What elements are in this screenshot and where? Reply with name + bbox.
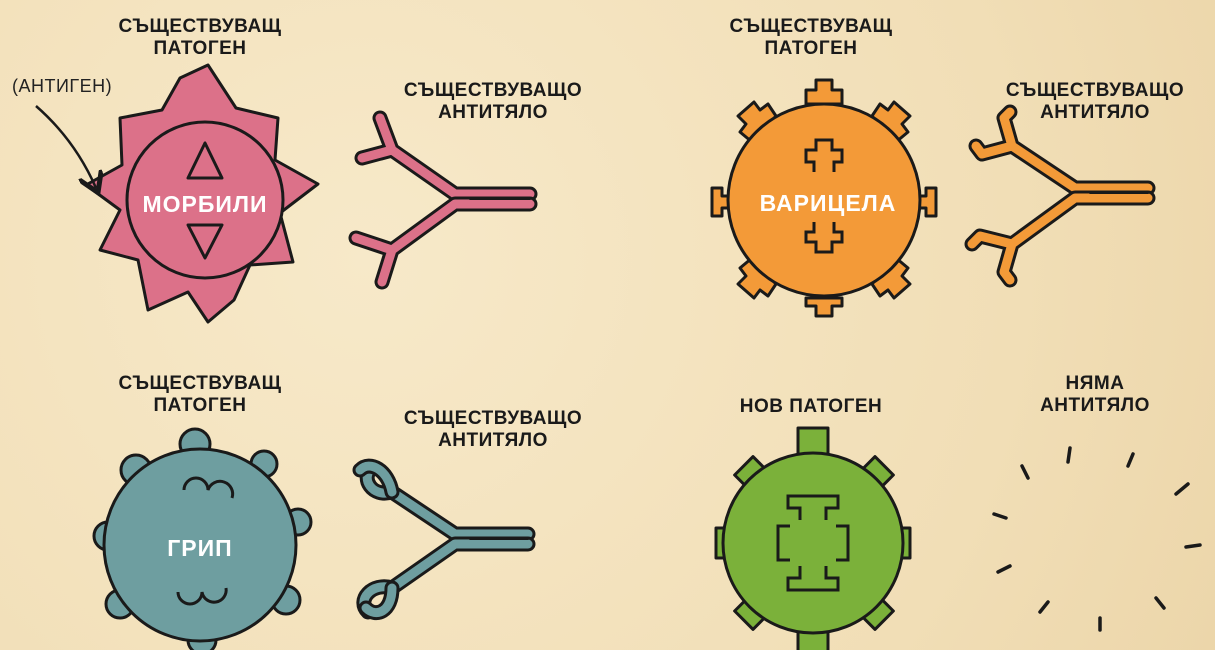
chickenpox-pathogen: ВАРИЦЕЛА xyxy=(712,80,936,316)
measles-pathogen: МОРБИЛИ xyxy=(86,65,318,322)
flu-antibody xyxy=(360,466,528,613)
new-pathogen xyxy=(716,428,910,650)
new-virus-body xyxy=(723,453,903,633)
antigen-arrow xyxy=(36,106,96,188)
chickenpox-name: ВАРИЦЕЛА xyxy=(760,190,897,216)
measles-name: МОРБИЛИ xyxy=(142,191,267,217)
chickenpox-antibody xyxy=(972,112,1148,280)
flu-name: ГРИП xyxy=(167,535,232,561)
measles-antibody xyxy=(356,118,530,282)
no-antibody-marks xyxy=(994,448,1200,630)
flu-pathogen: ГРИП xyxy=(94,429,311,650)
